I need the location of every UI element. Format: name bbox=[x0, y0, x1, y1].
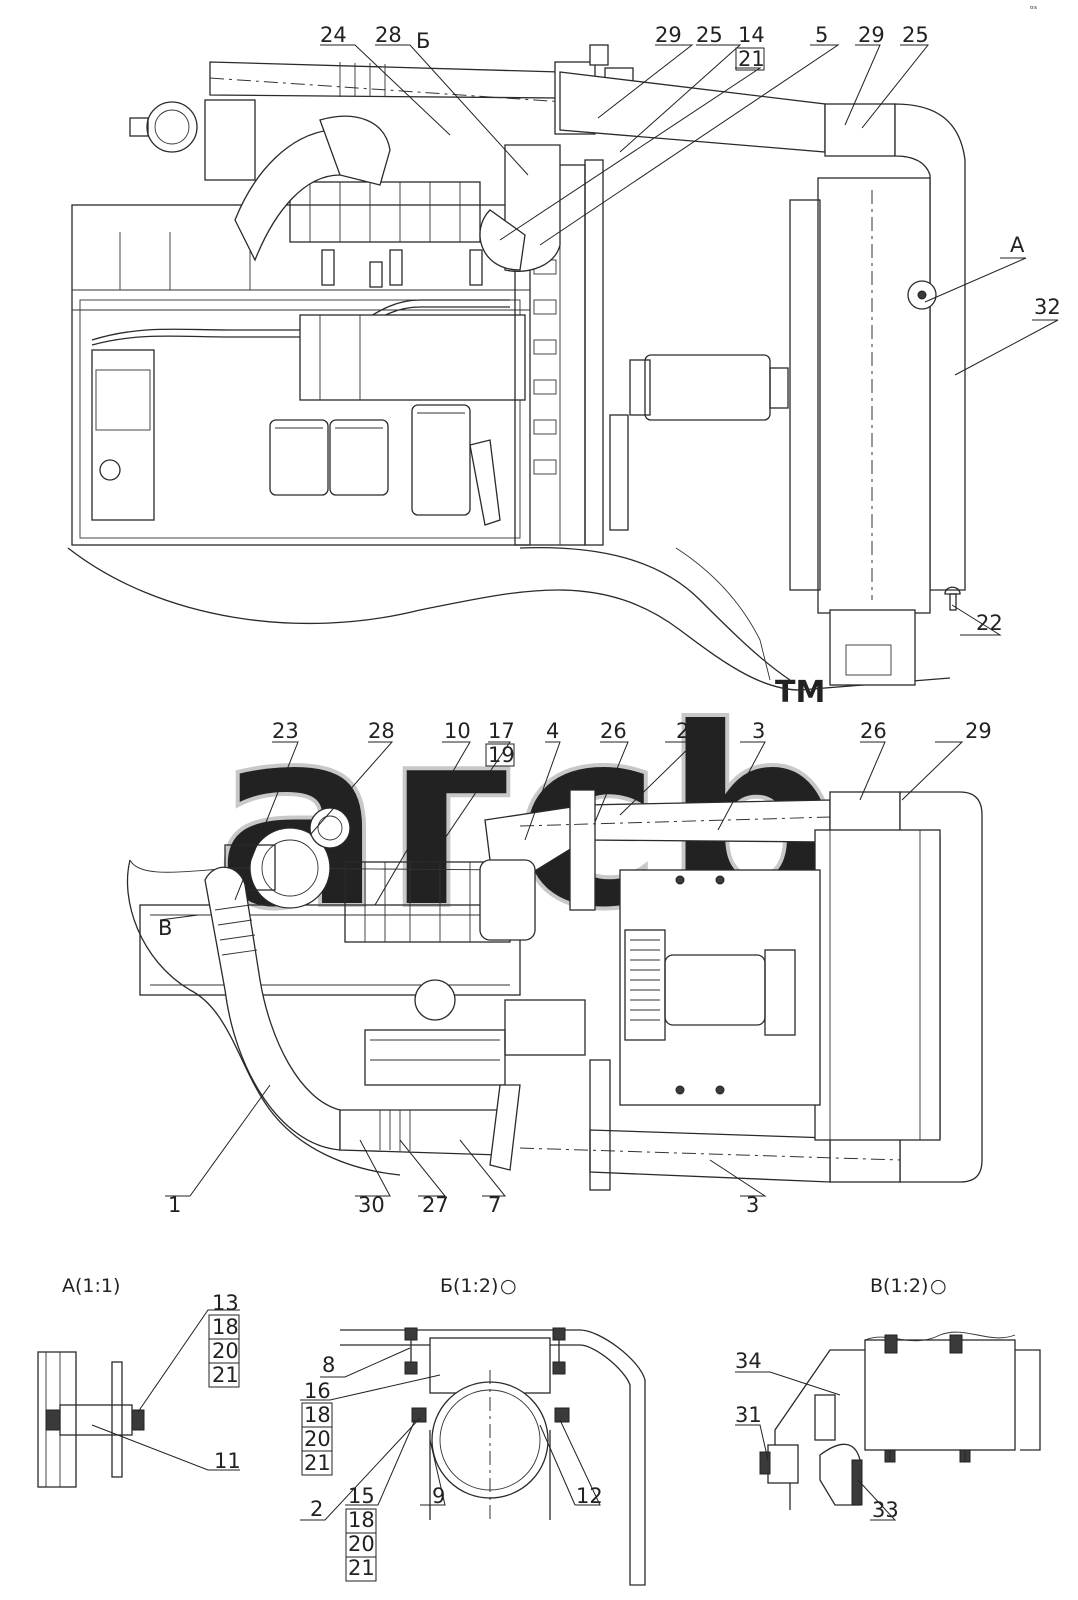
detail-view-b: Б(1:2) ○ 8 16 18 20 21 2 15 18 20 21 bbox=[300, 1275, 646, 1586]
callout-a-21: 21 bbox=[212, 1363, 239, 1387]
callout-top-22: 22 bbox=[976, 611, 1003, 635]
view-v-title: В(1:2) bbox=[870, 1275, 928, 1297]
callout-a-13: 13 bbox=[212, 1291, 239, 1315]
callout-b-20b: 20 bbox=[348, 1532, 375, 1556]
callout-b-12: 12 bbox=[576, 1484, 603, 1508]
svg-text:TM: TM bbox=[775, 675, 825, 710]
view-b-title: Б(1:2) bbox=[440, 1275, 498, 1297]
callout-mid-26: 26 bbox=[600, 719, 627, 743]
detail-view-v: В(1:2) ○ 34 31 33 bbox=[735, 1275, 1041, 1522]
callout-mid-29: 29 bbox=[676, 719, 703, 743]
callout-b-20: 20 bbox=[304, 1427, 331, 1451]
middle-callouts: 23 28 10 17 19 4 26 29 3 26 29 В 1 30 27… bbox=[158, 719, 992, 1217]
callout-b-15: 15 bbox=[348, 1484, 375, 1508]
callout-v-34: 34 bbox=[735, 1349, 762, 1373]
callout-b-8: 8 bbox=[322, 1353, 335, 1377]
view-a-title: А(1:1) bbox=[62, 1275, 120, 1297]
callout-b-16: 16 bbox=[304, 1379, 331, 1403]
callout-top-Б: Б bbox=[416, 29, 430, 53]
callout-top-24: 24 bbox=[320, 23, 347, 47]
callout-mid-1: 1 bbox=[168, 1193, 181, 1217]
callout-mid-29b: 29 bbox=[965, 719, 992, 743]
callout-mid-30: 30 bbox=[358, 1193, 385, 1217]
callout-mid-28: 28 bbox=[368, 719, 395, 743]
detail-view-a: А(1:1) 13 18 20 21 11 bbox=[37, 1275, 241, 1488]
callout-v-33: 33 bbox=[872, 1498, 899, 1522]
callout-v-31: 31 bbox=[735, 1403, 762, 1427]
callout-mid-19: 19 bbox=[488, 743, 515, 767]
callout-top-29: 29 bbox=[655, 23, 682, 47]
top-leaders bbox=[320, 44, 1059, 636]
callout-top-29b: 29 bbox=[858, 23, 885, 47]
callout-top-21: 21 bbox=[738, 47, 765, 71]
callout-mid-27: 27 bbox=[422, 1193, 449, 1217]
corner-mark: ᵒˢ bbox=[1030, 5, 1037, 15]
callout-top-32: 32 bbox=[1034, 295, 1061, 319]
middle-view bbox=[126, 789, 983, 1191]
middle-leaders bbox=[159, 741, 964, 1197]
callout-mid-26b: 26 bbox=[860, 719, 887, 743]
callout-b-21b: 21 bbox=[348, 1556, 375, 1580]
fuel-filters bbox=[269, 404, 471, 516]
callout-top-28: 28 bbox=[375, 23, 402, 47]
callout-top-14: 14 bbox=[738, 23, 765, 47]
callout-top-5: 5 bbox=[815, 23, 828, 47]
callout-mid-10: 10 bbox=[444, 719, 471, 743]
view-b-rotate: ○ bbox=[500, 1275, 517, 1297]
callout-top-A: А bbox=[1010, 233, 1025, 257]
top-view bbox=[67, 44, 966, 691]
callout-mid-23: 23 bbox=[272, 719, 299, 743]
callout-top-25b: 25 bbox=[902, 23, 929, 47]
callout-a-18: 18 bbox=[212, 1315, 239, 1339]
callout-mid-3: 3 bbox=[752, 719, 765, 743]
callout-mid-В: В bbox=[158, 916, 172, 940]
callout-b-18: 18 bbox=[304, 1403, 331, 1427]
callout-b-9: 9 bbox=[432, 1484, 445, 1508]
callout-b-18b: 18 bbox=[348, 1508, 375, 1532]
callout-b-2: 2 bbox=[310, 1497, 323, 1521]
callout-mid-3b: 3 bbox=[746, 1193, 759, 1217]
callout-mid-17: 17 bbox=[488, 719, 515, 743]
callout-a-20: 20 bbox=[212, 1339, 239, 1363]
top-callouts: 24 28 Б 29 25 14 21 5 29 25 А 32 22 bbox=[320, 23, 1061, 635]
callout-b-21: 21 bbox=[304, 1451, 331, 1475]
view-v-rotate: ○ bbox=[930, 1275, 947, 1297]
callout-a-11: 11 bbox=[214, 1449, 241, 1473]
callout-top-25: 25 bbox=[696, 23, 723, 47]
callout-mid-4: 4 bbox=[546, 719, 559, 743]
callout-mid-7: 7 bbox=[488, 1193, 501, 1217]
